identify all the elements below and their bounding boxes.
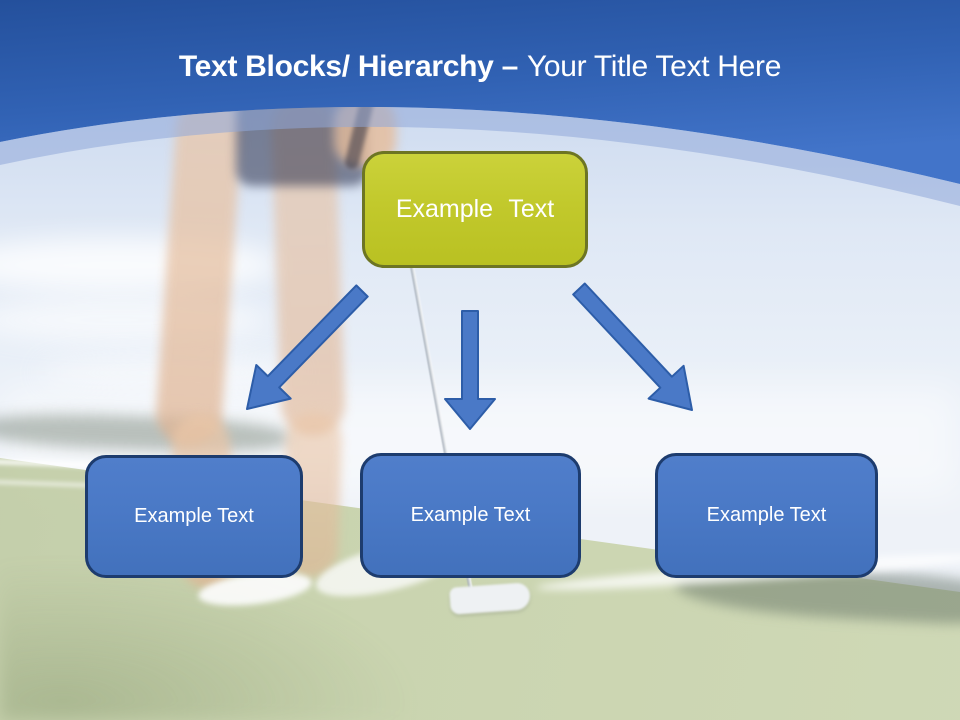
page-title[interactable]: Text Blocks/ Hierarchy –Your Title Text …: [0, 50, 960, 84]
title-regular-segment: Your Title Text Here: [526, 50, 782, 83]
arrow-down-left[interactable]: [246, 284, 369, 410]
arrow-down[interactable]: [444, 310, 496, 430]
child-block-label: Example Text: [706, 504, 827, 526]
hierarchy-child-block-2[interactable]: Example Text: [360, 453, 581, 578]
child-block-label: Example Text: [134, 505, 254, 527]
parent-block-label: Example Text: [395, 195, 555, 223]
hierarchy-parent-block[interactable]: Example Text: [362, 151, 588, 268]
header-curve: [0, 0, 960, 206]
arrow-down-right[interactable]: [572, 282, 693, 411]
child-block-label: Example Text: [410, 504, 531, 526]
title-bold-segment: Text Blocks/ Hierarchy –: [178, 50, 518, 83]
hierarchy-child-block-1[interactable]: Example Text: [85, 455, 303, 578]
header-accent-band: [0, 106, 960, 206]
header-shape: [0, 0, 960, 184]
hierarchy-child-block-3[interactable]: Example Text: [655, 453, 878, 578]
